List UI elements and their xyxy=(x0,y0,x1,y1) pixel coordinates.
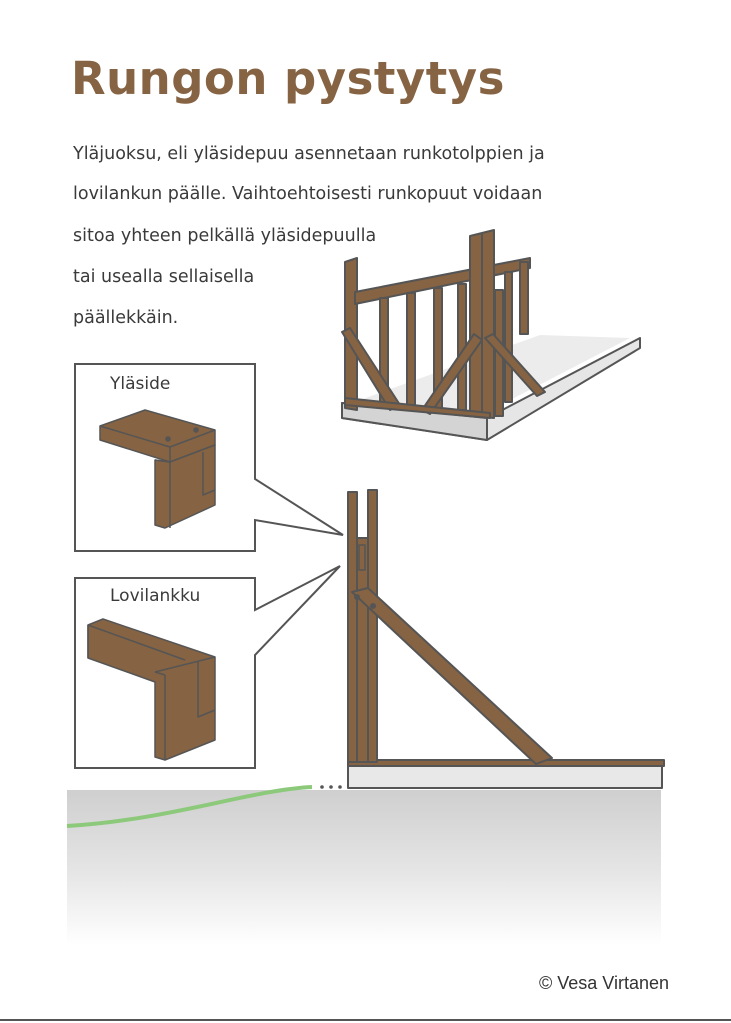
paragraph-line: sitoa yhteen pelkällä yläsidepuulla xyxy=(73,226,377,246)
grass-line xyxy=(66,785,313,828)
paragraph-line: päällekkäin. xyxy=(73,308,179,328)
page-title: Rungon pystytys xyxy=(71,52,505,105)
continuation-dots xyxy=(320,785,342,789)
paragraph-line: tai usealla sellaisella xyxy=(73,267,255,287)
frame-3d-illustration xyxy=(341,229,641,441)
paragraph-line: lovilankun päälle. Vaihtoehtoisesti runk… xyxy=(73,184,543,204)
callout-label-ylaside: Yläside xyxy=(110,374,171,394)
copyright: © Vesa Virtanen xyxy=(538,973,669,993)
paragraph-line: Yläjuoksu, eli yläsidepuu asennetaan run… xyxy=(73,144,545,164)
callout-label-lovilankku: Lovilankku xyxy=(110,586,201,606)
bottom-divider xyxy=(0,1019,731,1021)
callout-box-lovilankku xyxy=(74,565,341,769)
ground xyxy=(67,790,661,945)
callout-box-ylaside xyxy=(74,363,344,552)
wall-section-illustration xyxy=(347,489,665,789)
